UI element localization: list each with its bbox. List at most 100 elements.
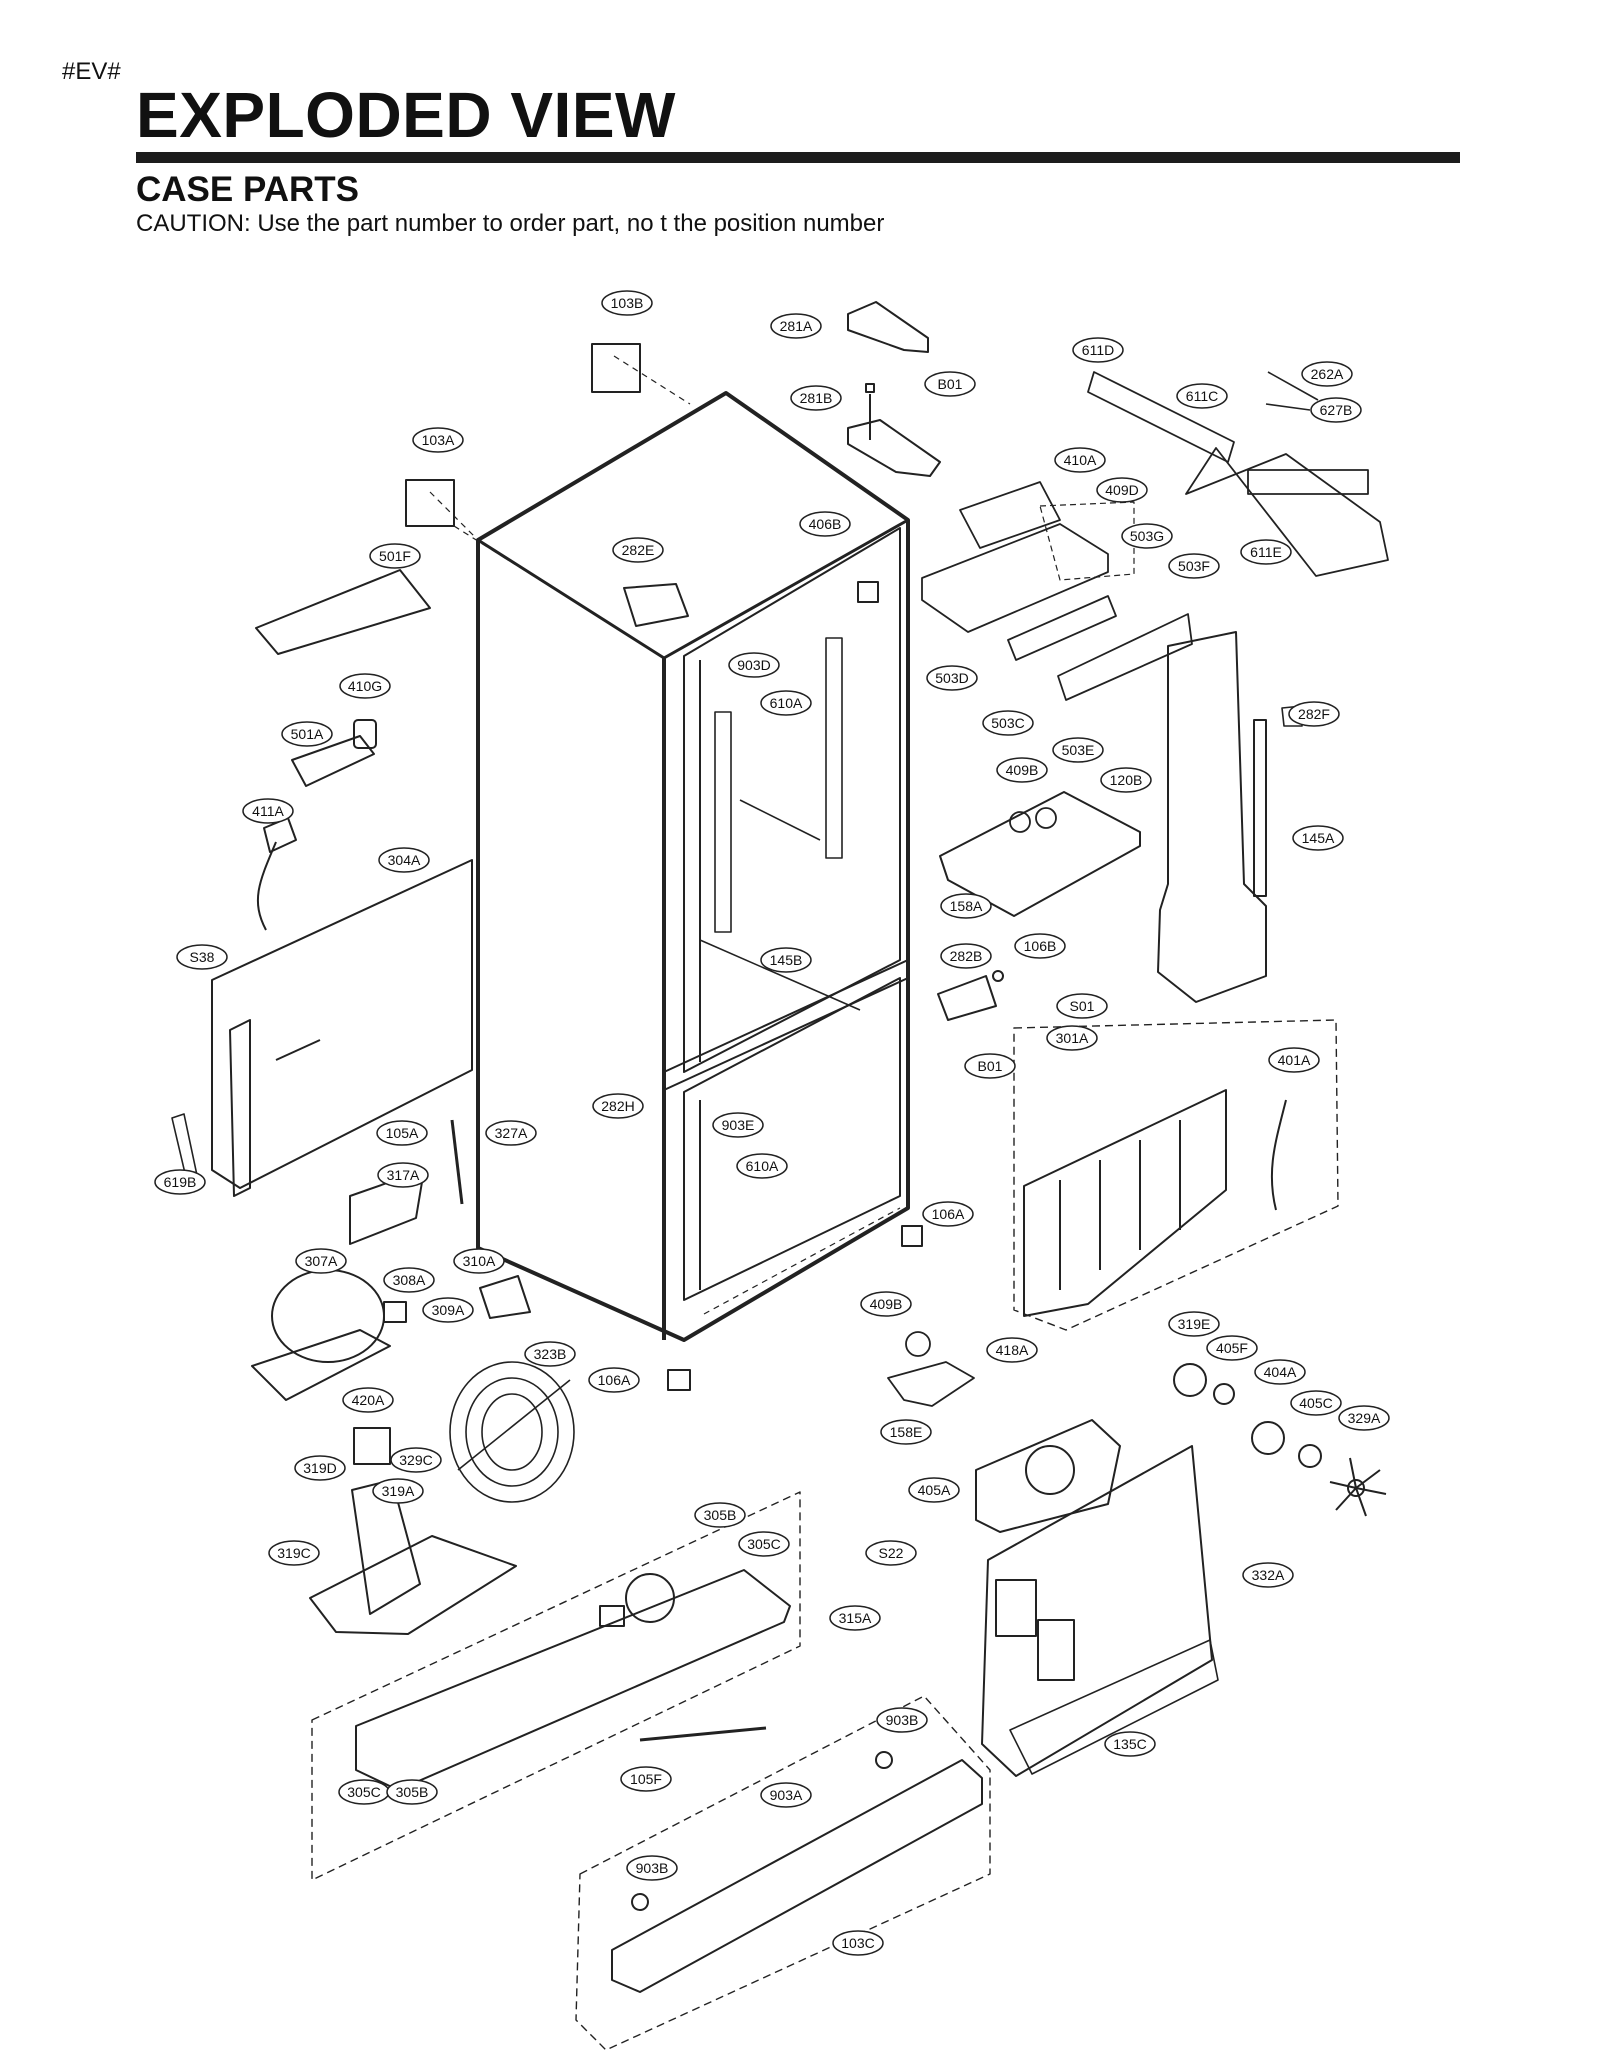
callout-418a: 418A	[986, 1337, 1038, 1363]
callout-bubble	[982, 710, 1034, 736]
callout-503d: 503D	[926, 665, 978, 691]
callout-503c: 503C	[982, 710, 1034, 736]
callout-bubble	[342, 1387, 394, 1413]
callout-503g: 503G	[1121, 523, 1173, 549]
callout-label: 310A	[463, 1253, 496, 1269]
callout-305b: 305B	[694, 1502, 746, 1528]
callout-label: B01	[938, 376, 963, 392]
callout-501f: 501F	[369, 543, 421, 569]
callout-label: 103A	[422, 432, 455, 448]
callout-329a: 329A	[1338, 1405, 1390, 1431]
callout-282e: 282E	[612, 537, 664, 563]
callout-405f: 405F	[1206, 1335, 1258, 1361]
section-title: CASE PARTS	[136, 170, 359, 209]
callout-158a: 158A	[940, 893, 992, 919]
fan-assembly	[975, 1363, 1387, 1777]
callout-bubble	[369, 543, 421, 569]
callout-label: 158E	[890, 1424, 923, 1440]
callout-bubble	[339, 673, 391, 699]
callout-103a: 103A	[412, 427, 464, 453]
callout-bubble	[626, 1855, 678, 1881]
callout-282h: 282H	[592, 1093, 644, 1119]
callout-410g: 410G	[339, 673, 391, 699]
callout-501a: 501A	[281, 721, 333, 747]
callout-bubble	[1104, 1731, 1156, 1757]
callout-label: 319E	[1178, 1316, 1211, 1332]
callout-label: 262A	[1311, 366, 1344, 382]
callout-label: 282E	[622, 542, 655, 558]
callout-409b: 409B	[860, 1291, 912, 1317]
callout-310a: 310A	[453, 1248, 505, 1274]
callout-label: 501F	[379, 548, 411, 564]
callout-503f: 503F	[1168, 553, 1220, 579]
callout-304a: 304A	[378, 847, 430, 873]
callout-bubble	[728, 652, 780, 678]
callout-bubble	[377, 1162, 429, 1188]
callout-611d: 611D	[1072, 337, 1124, 363]
callout-label: S38	[190, 949, 215, 965]
callout-611c: 611C	[1176, 383, 1228, 409]
callout-327a: 327A	[485, 1120, 537, 1146]
callout-label: 282F	[1298, 706, 1330, 722]
callout-145a: 145A	[1292, 825, 1344, 851]
callout-label: 301A	[1056, 1030, 1089, 1046]
callout-b01: B01	[924, 371, 976, 397]
callout-627b: 627B	[1310, 397, 1362, 423]
callout-bubble	[1301, 361, 1353, 387]
callout-bubble	[922, 1201, 974, 1227]
lamps	[887, 807, 1057, 1407]
callout-label: 282H	[601, 1098, 634, 1114]
callout-903b: 903B	[876, 1707, 928, 1733]
callout-label: 319C	[277, 1545, 310, 1561]
callout-label: 135C	[1113, 1736, 1146, 1752]
callout-bubble	[612, 537, 664, 563]
callout-bubble	[1290, 1390, 1342, 1416]
callout-label: 411A	[252, 803, 284, 819]
callout-label: 903D	[737, 657, 770, 673]
left-panels	[255, 569, 431, 931]
callout-bubble	[924, 371, 976, 397]
callout-bubble	[485, 1120, 537, 1146]
callout-label: 329C	[399, 1452, 432, 1468]
callout-label: 611D	[1082, 342, 1114, 358]
callout-bubble	[964, 1053, 1016, 1079]
callout-bubble	[412, 427, 464, 453]
condenser-coil	[449, 1361, 575, 1503]
callout-103b: 103B	[601, 290, 653, 316]
callout-bubble	[940, 943, 992, 969]
callout-903a: 903A	[760, 1782, 812, 1808]
callout-120b: 120B	[1100, 767, 1152, 793]
front-grille	[575, 1695, 991, 2051]
callout-106a: 106A	[922, 1201, 974, 1227]
callout-label: 305B	[704, 1507, 737, 1523]
page-tag: #EV#	[62, 58, 121, 85]
callout-bubble	[592, 1093, 644, 1119]
callout-label: 611E	[1250, 544, 1282, 560]
callout-label: 307A	[305, 1253, 338, 1269]
control-box	[921, 371, 1389, 701]
callout-610a: 610A	[736, 1153, 788, 1179]
callout-bubble	[1176, 383, 1228, 409]
callout-282b: 282B	[940, 943, 992, 969]
callout-281b: 281B	[790, 385, 842, 411]
callout-s01: S01	[1056, 993, 1108, 1019]
callout-309a: 309A	[422, 1297, 474, 1323]
callout-bubble	[281, 721, 333, 747]
callout-282f: 282F	[1288, 701, 1340, 727]
callout-label: 315A	[839, 1610, 872, 1626]
evaporator	[1013, 1019, 1339, 1331]
callout-bubble	[736, 1153, 788, 1179]
callout-label: 410A	[1064, 452, 1097, 468]
callout-label: 105F	[630, 1771, 662, 1787]
callout-label: S01	[1070, 998, 1095, 1014]
callout-label: 610A	[770, 695, 803, 711]
callout-bubble	[294, 1455, 346, 1481]
callout-bubble	[390, 1447, 442, 1473]
callout-bubble	[876, 1707, 928, 1733]
callout-bubble	[790, 385, 842, 411]
callout-label: 281B	[800, 390, 833, 406]
callout-label: 120B	[1110, 772, 1143, 788]
callout-bubble	[1288, 701, 1340, 727]
callout-404a: 404A	[1254, 1359, 1306, 1385]
